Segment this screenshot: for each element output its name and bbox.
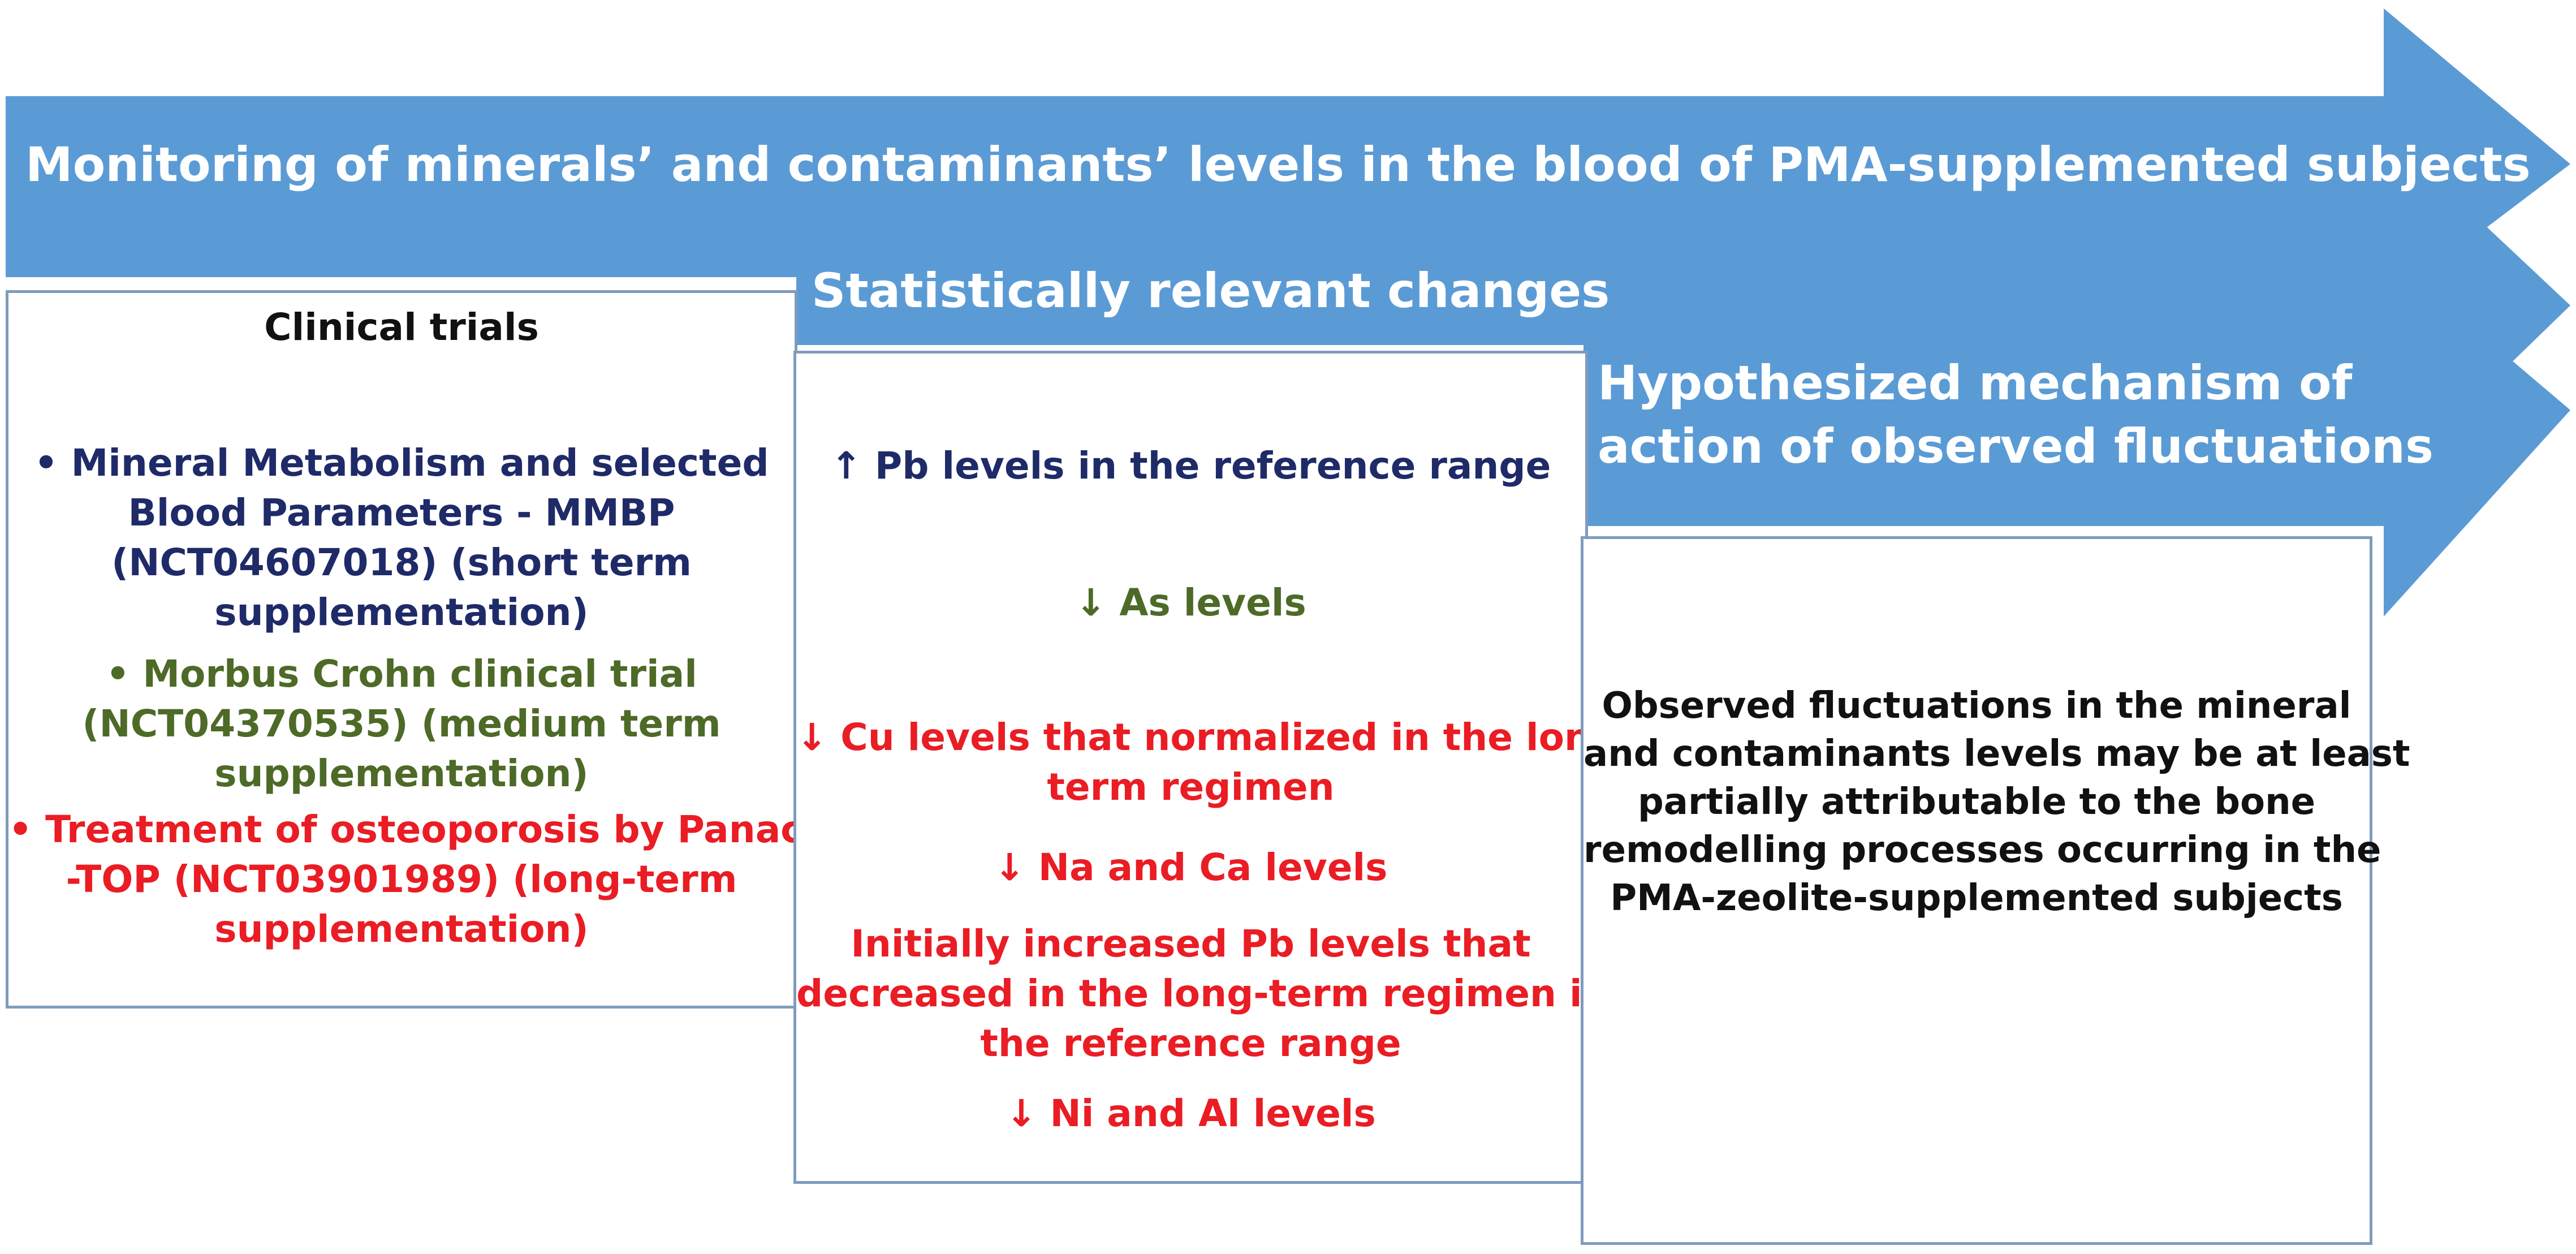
arrow-hypothesized-mechanism [1583,252,2570,617]
mechanism-line-4: remodelling processes occurring in the [1583,829,2381,871]
change-pb-increase: ↑ Pb levels in the reference range [830,444,1551,488]
mechanism-line-3: partially attributable to the bone [1637,781,2316,823]
mechanism-line-1: Observed fluctuations in the mineral [1602,685,2351,727]
clinical-line-2: Blood Parameters - MMBP [128,491,675,535]
mechanism-line-2: and contaminants levels may be at least [1583,733,2410,775]
arrow-statistical-changes [796,130,2570,486]
change-pb-line-3: the reference range [980,1022,1401,1065]
clinical-line-4: supplementation) [214,591,589,634]
mechanism-title-line-2: action of observed fluctuations [1598,419,2433,474]
statistical-changes-title: Statistically relevant changes [812,263,1610,318]
clinical-line-3: (NCT04607018) (short term [111,541,692,584]
clinical-trials-box: Clinical trials • Mineral Metabolism and… [6,290,854,1009]
clinical-line-1: • Mineral Metabolism and selected [34,441,769,485]
clinical-line-9: -TOP (NCT03901989) (long-term [66,857,737,901]
change-as-decrease: ↓ As levels [1075,581,1306,624]
clinical-line-6: (NCT04370535) (medium term [82,702,721,745]
changes-box: ↑ Pb levels in the reference range ↓ As … [793,351,1633,1184]
change-ni-al: ↓ Ni and Al levels [1006,1092,1376,1135]
mechanism-title-line-1: Hypothesized mechanism of [1598,355,2353,411]
clinical-line-7: supplementation) [214,752,589,795]
clinical-line-8: • Treatment of osteoporosis by Panaceo [8,808,854,851]
mechanism-line-5: PMA-zeolite-supplemented subjects [1610,877,2343,919]
change-pb-line-1: Initially increased Pb levels that [851,922,1531,966]
monitoring-title: Monitoring of minerals’ and contaminants… [25,137,2531,192]
clinical-trials-heading: Clinical trials [264,305,539,349]
mechanism-box: Observed fluctuations in the mineral and… [1581,536,2410,1245]
change-na-ca: ↓ Na and Ca levels [994,846,1388,889]
change-pb-line-2: decreased in the long-term regimen in [796,972,1609,1015]
clinical-line-10: supplementation) [214,907,589,951]
change-cu-line-2: term regimen [1047,765,1335,809]
clinical-line-5: • Morbus Crohn clinical trial [106,652,697,696]
change-cu-line-1: ↓ Cu levels that normalized in the long- [796,716,1633,759]
